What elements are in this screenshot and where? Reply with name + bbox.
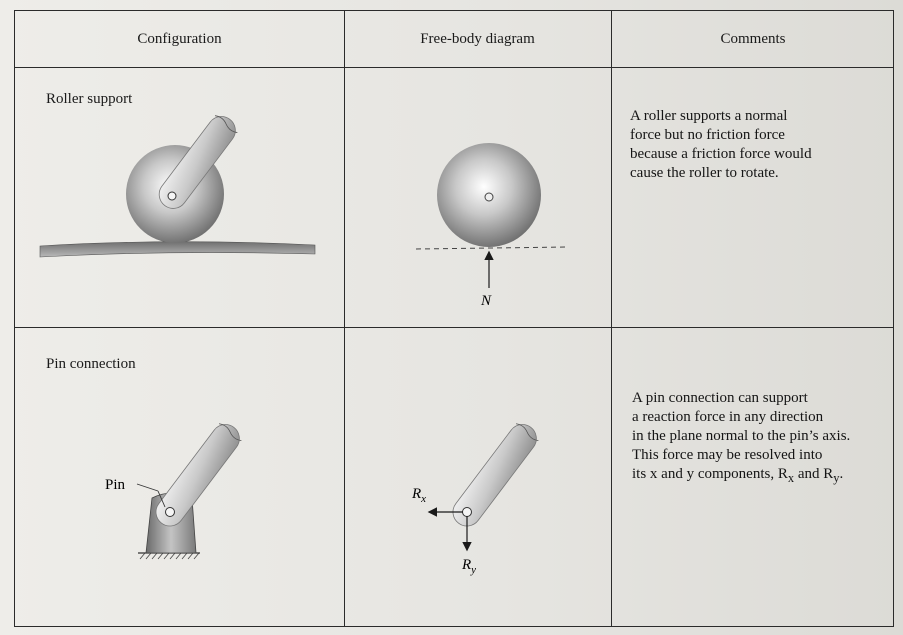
comment-text: its x and y components, R (632, 466, 788, 482)
header-divider (15, 67, 893, 68)
fbd-roller-pin (484, 192, 494, 202)
fbd-rod (452, 423, 539, 527)
ry-label: Ry (461, 557, 476, 576)
subscript-y: y (833, 471, 840, 485)
header-comments: Comments (720, 31, 786, 47)
header-free-body-diagram: Free-body diagram (420, 31, 535, 47)
comment-line: cause the roller to rotate. (630, 165, 779, 181)
support-table: Configuration Free-body diagram Comments… (14, 10, 894, 627)
pin-connection-label: Pin connection (46, 356, 136, 372)
comment-text: . (839, 466, 844, 482)
comment-text: and R (794, 466, 834, 482)
pin-label: Pin (105, 477, 126, 493)
contact-surface-dashed (415, 246, 569, 250)
roller-rod (158, 115, 238, 209)
pin-configuration-drawing: Pin (105, 423, 242, 560)
roller-configuration-drawing (39, 115, 316, 258)
normal-force-label: N (480, 293, 492, 309)
rx-label: Rx (411, 486, 426, 505)
roller-fbd-drawing: N (415, 143, 569, 309)
column-divider (611, 11, 612, 626)
header-configuration: Configuration (137, 31, 222, 47)
pin-fbd-drawing: Rx Ry (411, 423, 539, 576)
comment-line: because a friction force would (630, 146, 812, 162)
comment-line: A roller supports a normal (630, 108, 788, 124)
ground-surface (39, 241, 316, 258)
pin-rod (155, 423, 242, 527)
comment-line: A pin connection can support (632, 390, 808, 406)
roller-support-label: Roller support (46, 91, 133, 107)
base-hatching (139, 552, 200, 560)
comment-line: a reaction force in any direction (632, 409, 824, 425)
roller-pin (167, 191, 177, 201)
pin-comment: A pin connection can support a reaction … (632, 389, 850, 488)
row-divider (15, 327, 893, 328)
pin-leader-line (136, 483, 159, 492)
fbd-pin (462, 507, 472, 517)
comment-line: force but no friction force (630, 127, 785, 143)
column-divider (344, 11, 345, 626)
subscript-x: x (787, 471, 795, 485)
roller-comment: A roller supports a normal force but no … (630, 107, 812, 183)
comment-line: This force may be resolved into (632, 447, 823, 463)
comment-line: in the plane normal to the pin’s axis. (632, 428, 851, 444)
pin (165, 507, 175, 517)
comment-line-components: its x and y components, Rx and Ry. (632, 465, 850, 488)
